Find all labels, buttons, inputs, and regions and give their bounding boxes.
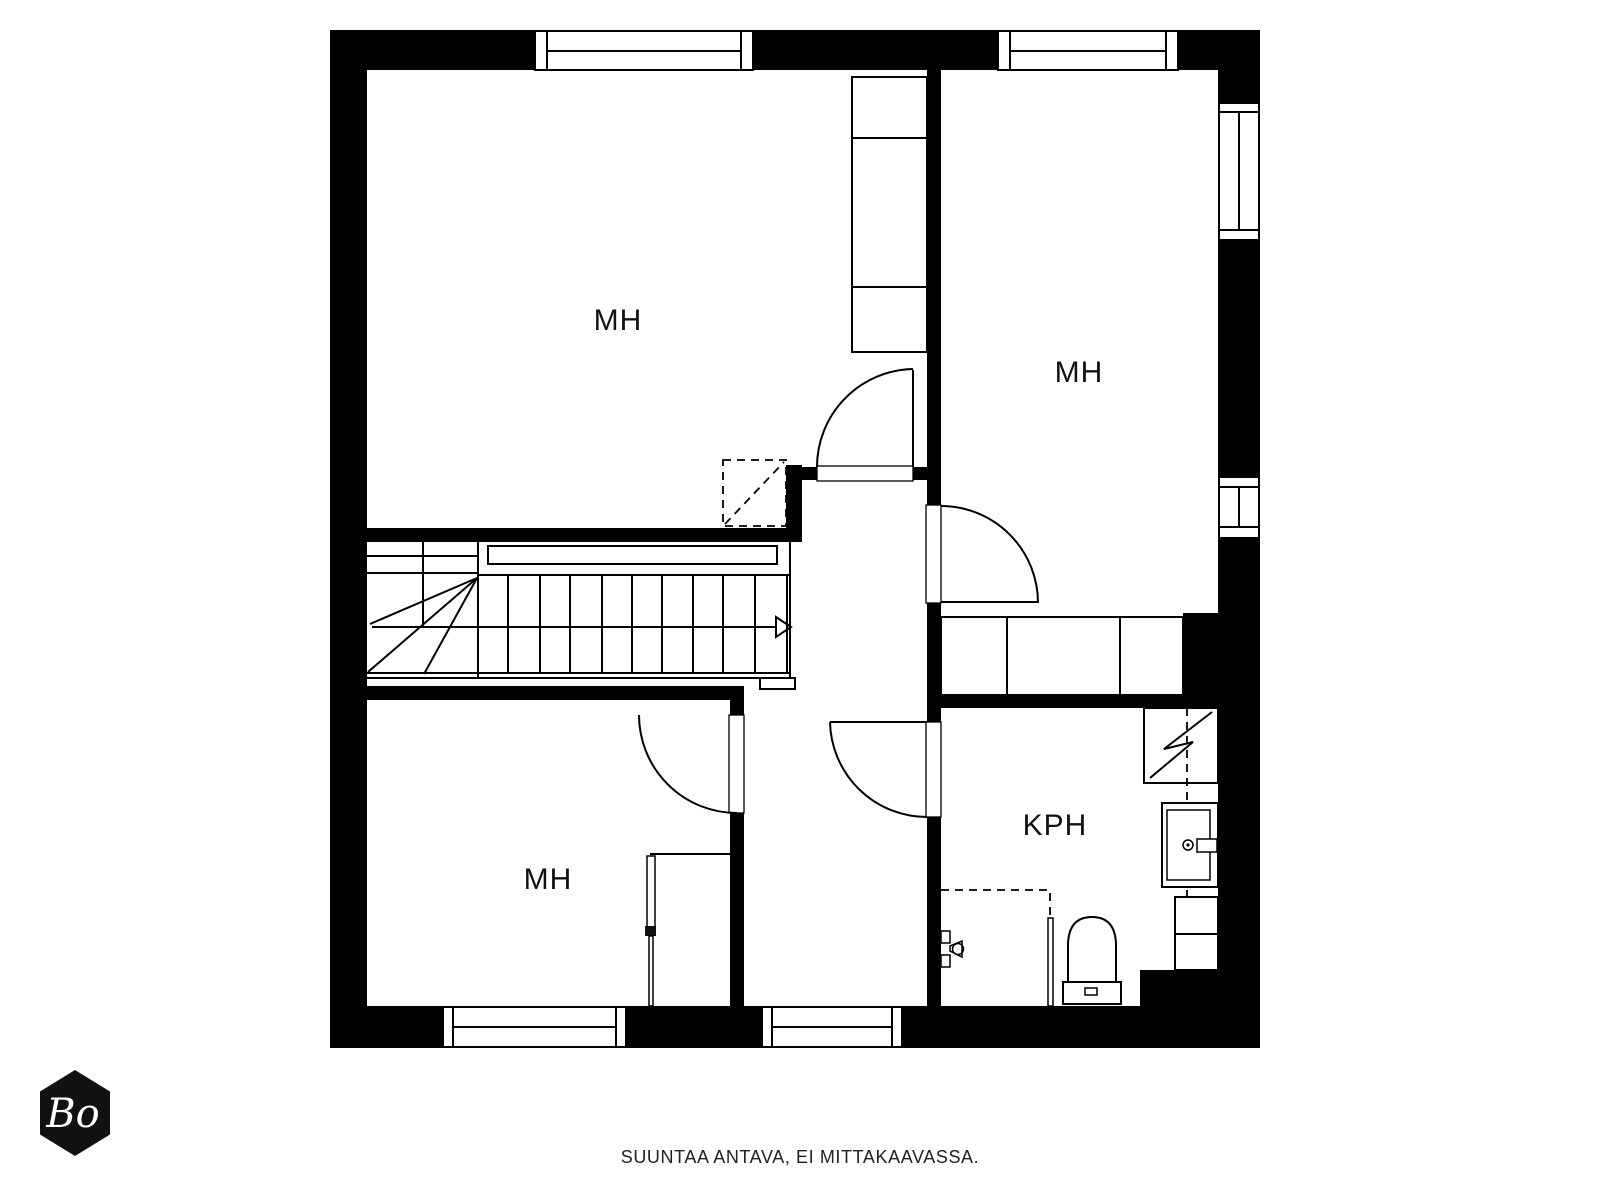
window-right-lower (1218, 476, 1260, 539)
appliance-reservation-dashed (941, 889, 1051, 918)
closet-sliding-door (646, 855, 656, 929)
wall-step (786, 465, 802, 542)
logo-hexagon (40, 1070, 110, 1156)
stair-direction-arrow (372, 615, 793, 639)
shower (1143, 707, 1219, 784)
closet-door-handle (645, 926, 656, 936)
sink (1161, 802, 1219, 888)
wall-bedroom1-bottom (367, 528, 786, 542)
water-tap-symbol (940, 930, 965, 968)
wardrobe-bedroom-top-right (940, 616, 1184, 696)
room-label-bedroom-top-right: MH (1055, 356, 1104, 389)
walls (330, 30, 1260, 1048)
doorway-bedroom-top-left (816, 465, 914, 482)
sink-faucet-handle (1196, 838, 1218, 853)
wall-chunk-right-mid (1183, 613, 1218, 695)
door-bathroom (829, 721, 928, 818)
door-bedroom-top-left (816, 368, 914, 468)
door-bedroom-top-right (940, 505, 1039, 604)
wall-bathroom-top (941, 695, 1218, 708)
door-swings (638, 368, 1039, 818)
window-bottom-center (761, 1006, 903, 1048)
wall-exterior-left (330, 30, 367, 1048)
bathroom-cabinet (1174, 896, 1219, 971)
disclaimer-caption: SUUNTAA ANTAVA, EI MITTAKAAVASSA. (621, 1147, 980, 1167)
doorway-bedroom-bottom (728, 714, 745, 814)
room-label-bedroom-bottom: MH (524, 863, 573, 896)
toilet-flush-button (1084, 987, 1098, 996)
closet-bedroom-bottom (645, 853, 730, 1007)
staircase (367, 542, 796, 690)
window-bottom-left (442, 1006, 627, 1048)
room-label-bathroom: KPH (1023, 809, 1088, 842)
window-top-right (997, 30, 1179, 71)
opening-marker-dashed (722, 459, 787, 527)
windows (442, 30, 1260, 1048)
toilet-partition (1047, 917, 1054, 1007)
wall-chunk-bottom-right (1140, 970, 1218, 1006)
stair-bottom-step (759, 677, 796, 690)
logo: Bo (40, 1070, 110, 1156)
wall-hall-top-left (802, 467, 817, 480)
wall-stair-bottom (367, 686, 732, 700)
room-label-bedroom-top-left: MH (594, 304, 643, 337)
door-bedroom-bottom (638, 714, 738, 814)
wardrobe-bedroom-top-left (851, 76, 928, 353)
wall-hall-top-right (913, 467, 927, 480)
logo-text: Bo (45, 1091, 99, 1137)
window-right-upper (1218, 102, 1260, 241)
doorway-bedroom-top-right (925, 504, 942, 604)
doorway-bathroom (925, 721, 942, 818)
door-openings (728, 465, 942, 818)
window-top-left (534, 30, 754, 71)
toilet (1062, 915, 1122, 1005)
stair-handrail (487, 545, 778, 565)
stair-treads (507, 575, 788, 673)
